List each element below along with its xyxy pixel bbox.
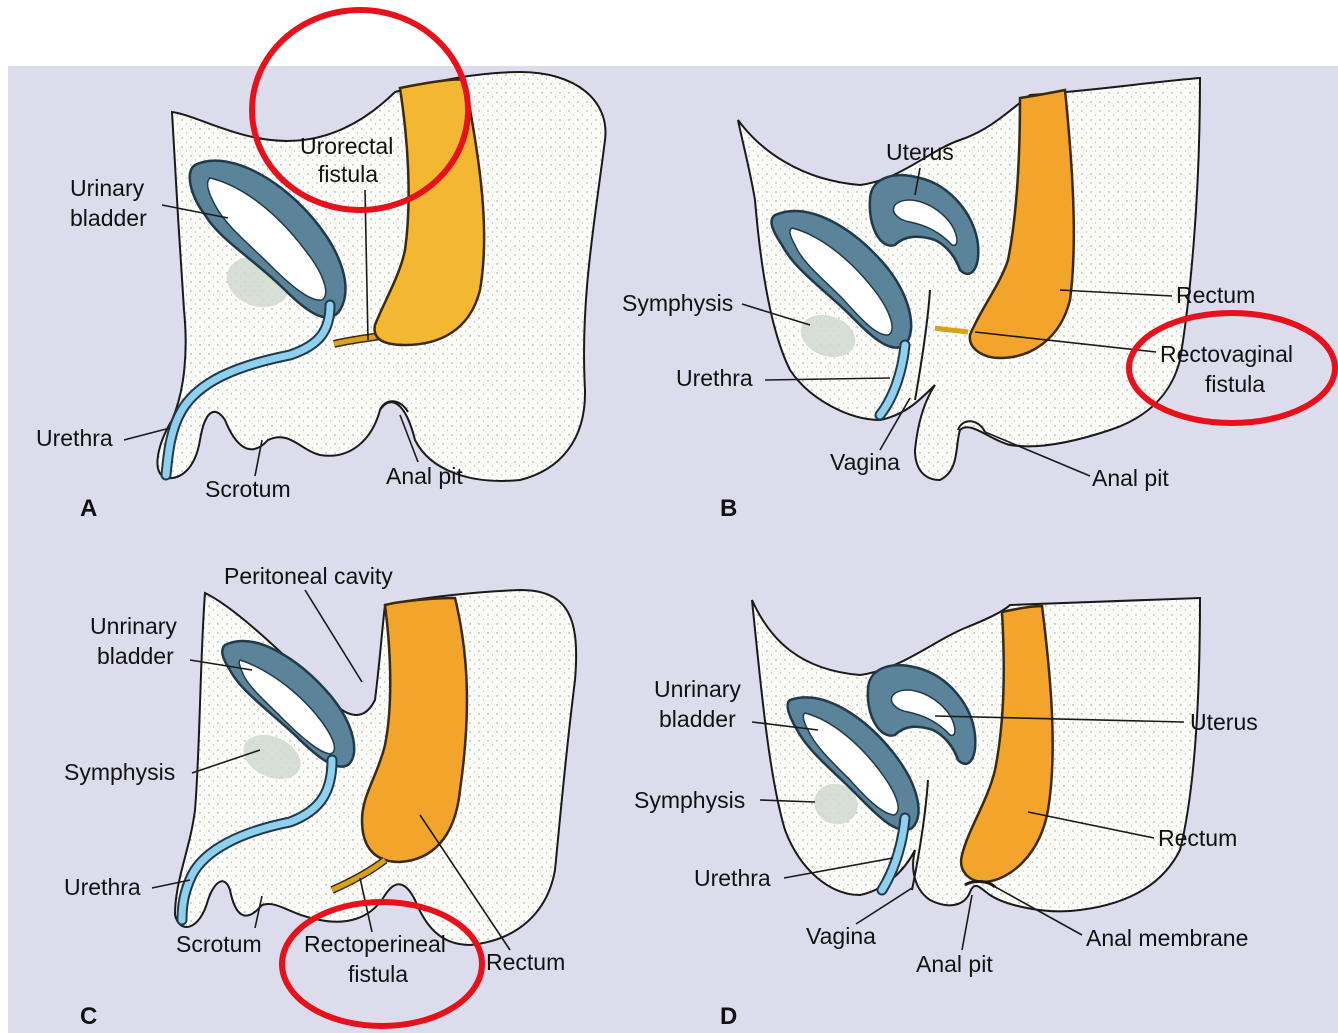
panel-c-label-peritoneal: Peritoneal cavity: [224, 563, 393, 589]
panel-d-label-anal-membrane: Anal membrane: [1086, 925, 1248, 951]
panel-c-label-bladder: bladder: [97, 643, 174, 669]
panel-d-label-anal-pit: Anal pit: [916, 951, 993, 977]
panel-a-label-fistula: fistula: [318, 161, 378, 187]
panel-c-label-symphysis: Symphysis: [64, 759, 175, 785]
panel-b-label-fistula: fistula: [1205, 371, 1265, 397]
panel-b-label-rectovaginal: Rectovaginal: [1160, 341, 1293, 367]
panel-c-label-scrotum: Scrotum: [176, 931, 262, 957]
panel-c-label-fistula: fistula: [348, 961, 408, 987]
panel-b-label-anal-pit: Anal pit: [1092, 465, 1169, 491]
panel-b-label-rectum: Rectum: [1176, 282, 1255, 308]
panel-a-label-scrotum: Scrotum: [205, 476, 291, 502]
panel-d-letter: D: [720, 1003, 737, 1030]
panel-d-label-symphysis: Symphysis: [634, 787, 745, 813]
panel-a-letter: A: [80, 495, 97, 522]
panel-a-label-urinary: Urinary: [70, 175, 145, 201]
panel-d-label-unrinary: Unrinary: [654, 676, 741, 702]
panel-b-label-vagina: Vagina: [830, 449, 900, 475]
panel-c-label-rectum: Rectum: [486, 949, 565, 975]
panel-d-label-bladder: bladder: [659, 706, 736, 732]
panel-b-label-symphysis: Symphysis: [622, 290, 733, 316]
panel-c-letter: C: [80, 1003, 97, 1030]
panel-b-label-urethra: Urethra: [676, 365, 753, 391]
panel-d-label-urethra: Urethra: [694, 865, 771, 891]
panel-a-label-bladder: bladder: [70, 205, 147, 231]
panel-c-label-unrinary: Unrinary: [90, 613, 177, 639]
panel-a-label-anal-pit: Anal pit: [386, 463, 463, 489]
panel-b-label-uterus: Uterus: [886, 139, 954, 165]
panel-b-letter: B: [720, 495, 737, 522]
panel-d-label-uterus: Uterus: [1190, 709, 1258, 735]
panel-d-label-vagina: Vagina: [806, 923, 876, 949]
panel-a-label-urorectal: Urorectal: [300, 133, 393, 159]
panel-c-label-rectoperineal: Rectoperineal: [304, 931, 446, 957]
panel-c-label-urethra: Urethra: [64, 874, 141, 900]
panel-d-label-rectum: Rectum: [1158, 825, 1237, 851]
panel-a-label-urethra: Urethra: [36, 425, 113, 451]
